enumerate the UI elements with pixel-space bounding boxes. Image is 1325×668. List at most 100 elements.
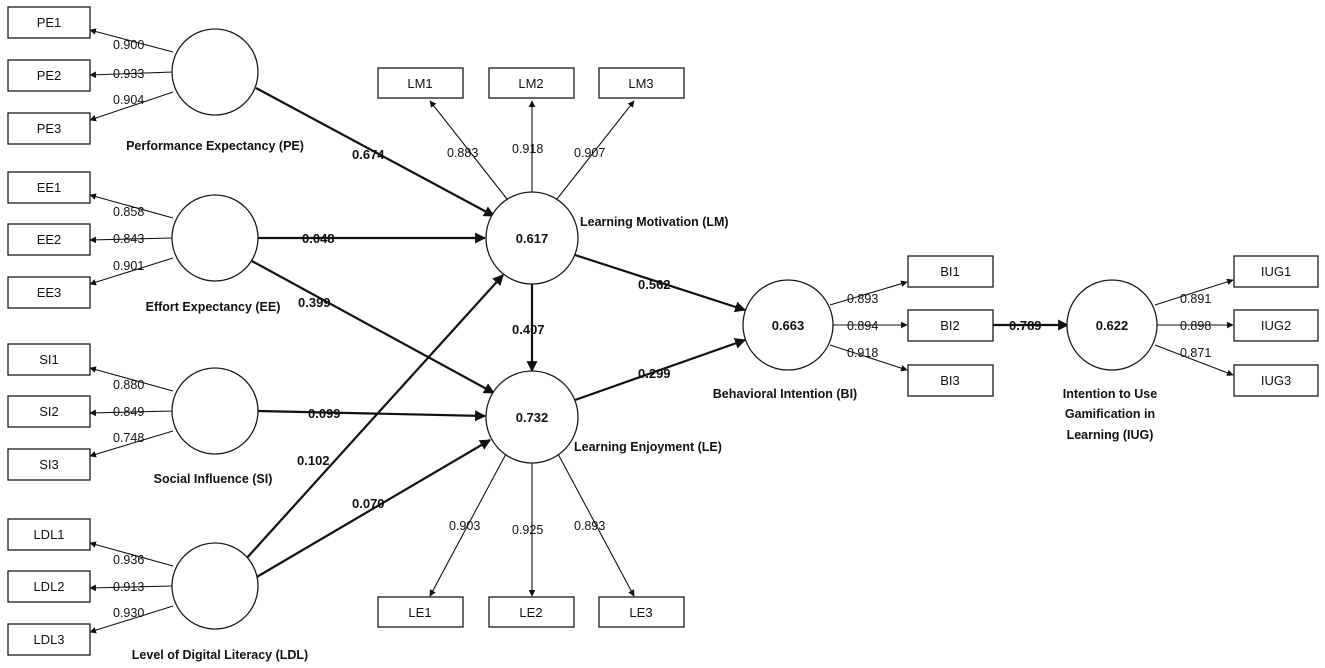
loading-value-ee3: 0.901 xyxy=(113,259,144,273)
loading-arrow-si3 xyxy=(89,430,174,458)
loading-arrow-lm3 xyxy=(556,100,635,200)
svg-text:LE3: LE3 xyxy=(629,605,652,620)
loading-arrow-le3 xyxy=(556,451,635,597)
construct-le: 0.732 xyxy=(485,370,579,464)
loading-value-si2: 0.849 xyxy=(113,405,144,419)
construct-name-lm: Learning Motivation (LM) xyxy=(580,215,729,229)
indicator-box-ldl3: LDL3 xyxy=(7,623,91,656)
indicator-box-lm1: LM1 xyxy=(377,67,464,99)
path-coef-lm-le: 0.407 xyxy=(512,322,545,337)
indicator-box-iug3: IUG3 xyxy=(1233,364,1319,397)
path-arrow-lm-bi xyxy=(574,253,747,313)
loading-arrow-ee1 xyxy=(89,193,174,219)
loading-value-le3: 0.893 xyxy=(574,519,605,533)
path-coef-si-le: 0.099 xyxy=(308,406,341,421)
indicator-box-pe2: PE2 xyxy=(7,59,91,92)
construct-si xyxy=(171,367,259,455)
indicator-box-iug2: IUG2 xyxy=(1233,309,1319,342)
loading-arrow-pe2 xyxy=(89,71,174,79)
indicator-box-pe1: PE1 xyxy=(7,6,91,39)
svg-text:BI2: BI2 xyxy=(940,318,960,333)
loading-arrow-pe1 xyxy=(89,28,174,53)
construct-name-iug-line1: Intention to Use xyxy=(1063,387,1157,401)
svg-text:PE2: PE2 xyxy=(37,68,62,83)
loading-value-ee2: 0.843 xyxy=(113,232,144,246)
construct-pe xyxy=(171,28,259,116)
loading-arrow-ldl1 xyxy=(89,541,174,567)
svg-text:0.663: 0.663 xyxy=(772,318,805,333)
path-coef-bi-iug: 0.789 xyxy=(1009,318,1042,333)
svg-text:LDL2: LDL2 xyxy=(33,579,64,594)
indicator-box-le1: LE1 xyxy=(377,596,464,628)
svg-text:LDL3: LDL3 xyxy=(33,632,64,647)
svg-text:LM2: LM2 xyxy=(518,76,543,91)
indicator-box-si3: SI3 xyxy=(7,448,91,481)
svg-text:LM3: LM3 xyxy=(628,76,653,91)
loading-value-lm3: 0.907 xyxy=(574,146,605,160)
indicator-box-ee2: EE2 xyxy=(7,223,91,256)
loading-value-bi2: 0.894 xyxy=(847,319,878,333)
svg-text:LE2: LE2 xyxy=(519,605,542,620)
construct-name-iug-line2: Gamification in xyxy=(1065,407,1155,421)
loading-value-lm2: 0.918 xyxy=(512,142,543,156)
loading-value-ldl1: 0.936 xyxy=(113,553,144,567)
indicator-box-si2: SI2 xyxy=(7,395,91,428)
construct-name-si: Social Influence (SI) xyxy=(154,472,273,486)
path-arrow-ldl-le xyxy=(254,439,491,579)
loading-value-lm1: 0.883 xyxy=(447,146,478,160)
path-arrow-ldl-lm xyxy=(244,274,504,561)
path-coef-ldl-le: 0.070 xyxy=(352,496,385,511)
svg-text:SI2: SI2 xyxy=(39,404,59,419)
construct-name-iug-line3: Learning (IUG) xyxy=(1067,428,1154,442)
loading-value-pe2: 0.933 xyxy=(113,67,144,81)
loading-arrow-ee3 xyxy=(89,257,174,286)
loading-arrow-ldl3 xyxy=(89,605,174,634)
construct-ee xyxy=(171,194,259,282)
svg-text:SI3: SI3 xyxy=(39,457,59,472)
loading-value-le1: 0.903 xyxy=(449,519,480,533)
loading-arrow-ee2 xyxy=(89,236,174,244)
construct-name-bi: Behavioral Intention (BI) xyxy=(713,387,857,401)
loading-arrow-iug3 xyxy=(1154,344,1234,376)
indicator-box-bi2: BI2 xyxy=(907,309,994,342)
loading-arrow-lm1 xyxy=(429,100,508,200)
svg-text:IUG2: IUG2 xyxy=(1261,318,1291,333)
construct-name-ldl: Level of Digital Literacy (LDL) xyxy=(132,648,308,662)
loading-arrow-ldl2 xyxy=(89,584,174,592)
path-coef-pe-lm: 0.674 xyxy=(352,147,385,162)
svg-text:SI1: SI1 xyxy=(39,352,59,367)
svg-text:IUG1: IUG1 xyxy=(1261,264,1291,279)
svg-text:LM1: LM1 xyxy=(407,76,432,91)
svg-text:EE2: EE2 xyxy=(37,232,62,247)
path-coef-ldl-lm: 0.102 xyxy=(297,453,330,468)
indicator-box-ee1: EE1 xyxy=(7,171,91,204)
loading-value-ldl2: 0.913 xyxy=(113,580,144,594)
construct-lm: 0.617 xyxy=(485,191,579,285)
svg-text:LDL1: LDL1 xyxy=(33,527,64,542)
loading-value-iug3: 0.871 xyxy=(1180,346,1211,360)
loading-value-pe1: 0.900 xyxy=(113,38,144,52)
svg-text:0.622: 0.622 xyxy=(1096,318,1129,333)
indicator-box-ldl2: LDL2 xyxy=(7,570,91,603)
svg-text:PE3: PE3 xyxy=(37,121,62,136)
construct-name-pe: Performance Expectancy (PE) xyxy=(126,139,304,153)
loading-value-pe3: 0.904 xyxy=(113,93,144,107)
loading-arrow-iug1 xyxy=(1154,278,1234,306)
construct-bi: 0.663 xyxy=(742,279,834,371)
indicator-box-ee3: EE3 xyxy=(7,276,91,309)
path-arrow-pe-lm xyxy=(255,87,495,217)
indicator-box-pe3: PE3 xyxy=(7,112,91,145)
loading-arrow-si2 xyxy=(89,409,174,417)
construct-name-ee: Effort Expectancy (EE) xyxy=(146,300,281,314)
loading-value-le2: 0.925 xyxy=(512,523,543,537)
path-arrow-le-bi xyxy=(574,338,747,402)
svg-text:0.732: 0.732 xyxy=(516,410,549,425)
loading-arrow-pe3 xyxy=(89,91,174,122)
construct-name-le: Learning Enjoyment (LE) xyxy=(574,440,722,454)
loading-arrow-si1 xyxy=(89,366,174,392)
construct-iug: 0.622 xyxy=(1066,279,1158,371)
indicator-box-le3: LE3 xyxy=(598,596,685,628)
loading-arrow-bi1 xyxy=(829,280,908,306)
indicator-box-lm3: LM3 xyxy=(598,67,685,99)
